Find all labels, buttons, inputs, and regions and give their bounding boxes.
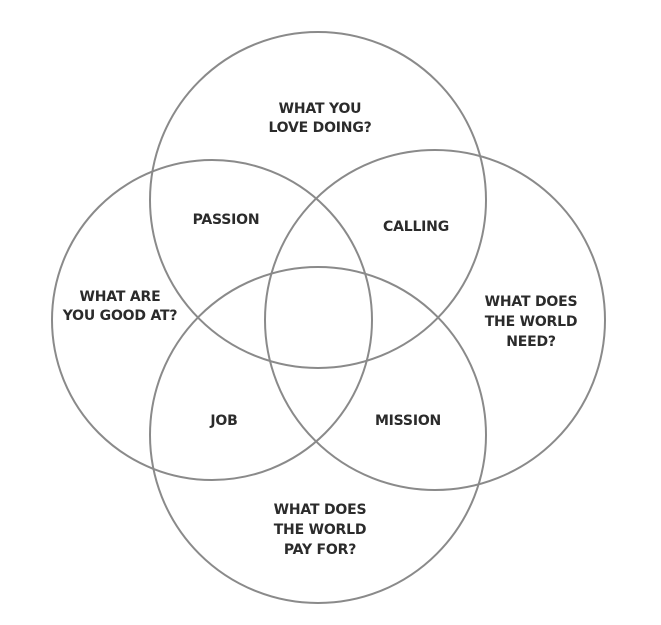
circle-good-at [51,159,373,481]
circle-world-needs [264,149,606,491]
label-passion: PASSION [193,212,260,228]
label-calling: CALLING [383,219,449,235]
label-paid-for-line2: THE WORLD [274,522,367,538]
label-love-doing-line1: WHAT YOU [279,101,362,117]
label-world-needs-line1: WHAT DOES [485,294,578,310]
label-world-needs-line3: NEED? [506,334,556,350]
label-job: JOB [209,413,237,429]
circle-love-doing [149,31,487,369]
label-good-at-line1: WHAT ARE [80,289,161,305]
circle-paid-for [149,266,487,604]
label-paid-for-line1: WHAT DOES [274,502,367,518]
label-paid-for-line3: PAY FOR? [284,542,356,558]
label-good-at-line2: YOU GOOD AT? [62,308,178,324]
label-world-needs-line2: THE WORLD [485,314,578,330]
label-mission: MISSION [375,413,441,429]
label-love-doing-line2: LOVE DOING? [268,120,371,136]
